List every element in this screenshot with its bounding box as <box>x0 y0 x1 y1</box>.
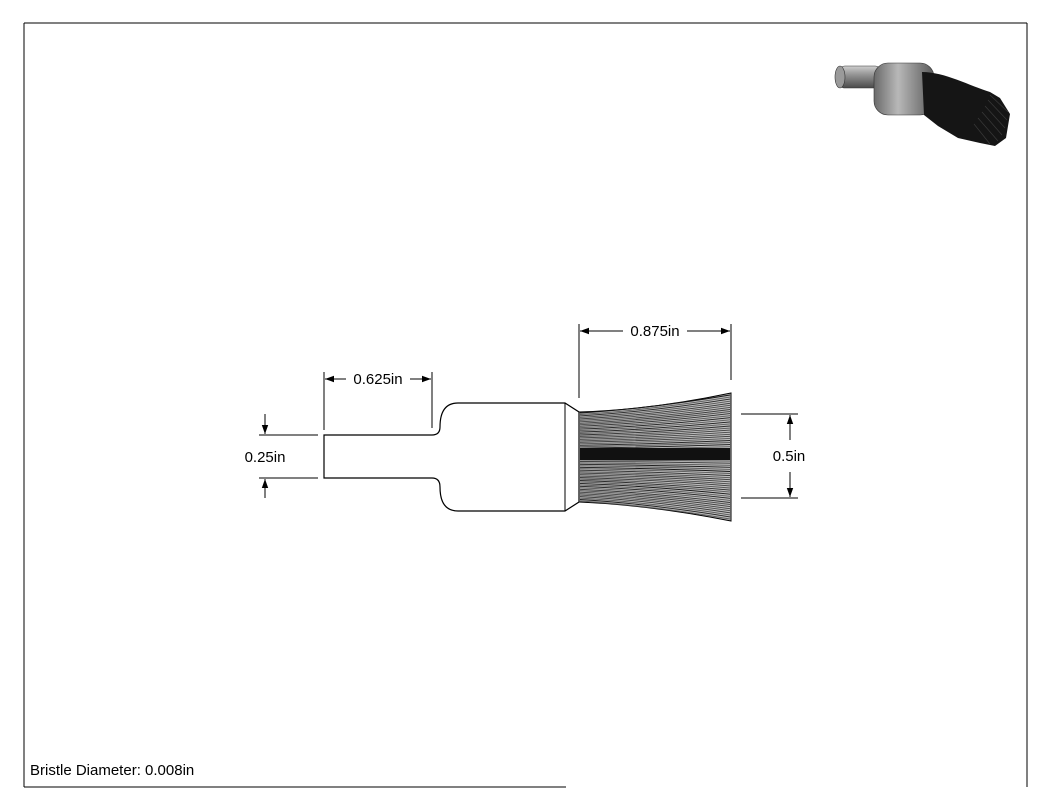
bristle-line <box>579 400 731 418</box>
bristle-line <box>579 433 731 442</box>
bristle-line <box>579 460 731 464</box>
bristle-line <box>579 499 731 518</box>
dimension-label-shank-length: 0.625in <box>353 371 402 388</box>
bristle-line <box>579 496 731 514</box>
bristle-line <box>579 466 731 472</box>
bristle-line <box>579 417 731 430</box>
bristle-line <box>579 429 731 439</box>
bristle-line <box>579 471 731 479</box>
bristle-line <box>579 402 731 420</box>
bristle-line <box>579 411 731 426</box>
bristle-line <box>579 406 731 423</box>
bristle-line <box>579 425 731 436</box>
bristle-line <box>579 404 731 421</box>
bristle-line <box>579 468 731 474</box>
bristle-line <box>579 437 731 445</box>
bristle-line <box>579 472 731 481</box>
bristle-core <box>580 448 730 460</box>
bristle-line <box>579 474 731 483</box>
bristle-line <box>579 462 731 466</box>
bristle-line <box>579 500 731 520</box>
bristle-line <box>579 415 731 429</box>
bristle-line <box>579 444 731 449</box>
brush-side-view <box>323 392 732 522</box>
bristle-line <box>579 480 731 491</box>
bristle-line <box>579 421 731 433</box>
bristle-line <box>579 409 731 424</box>
bristle-line <box>579 484 731 497</box>
bristle-line <box>579 413 731 427</box>
bristle-line <box>579 481 731 493</box>
bristle-line <box>579 435 731 443</box>
bristle-line <box>579 493 731 510</box>
shank-outline <box>323 402 580 512</box>
dimension-bristle-length <box>578 324 732 398</box>
bristle-line <box>579 487 731 501</box>
bristle-line <box>579 419 731 432</box>
bristle-line <box>579 490 731 505</box>
bristle-line <box>579 482 731 495</box>
bristle-line <box>579 442 731 448</box>
dimension-bristle-span <box>741 413 798 499</box>
bristle-line <box>579 465 731 470</box>
dimension-shank-diameter <box>259 414 318 498</box>
bristle-line <box>579 494 731 512</box>
dimension-label-bristle-length: 0.875in <box>630 323 679 340</box>
dimension-label-shank-diameter: 0.25in <box>245 449 286 466</box>
bristle-line <box>579 427 731 437</box>
bristle-line <box>579 396 731 415</box>
bristle-line <box>579 488 731 503</box>
bristle-line <box>579 497 731 516</box>
sheet-border <box>23 22 1028 788</box>
bristle-line <box>579 440 731 446</box>
bristle-line <box>579 478 731 489</box>
bristle-line <box>579 423 731 434</box>
bristle-line <box>579 394 731 414</box>
bristle-line <box>579 463 731 468</box>
bristle-line <box>579 431 731 440</box>
bristle-line <box>579 485 731 499</box>
dimension-label-bristle-span: 0.5in <box>773 448 806 465</box>
bristle-diameter-note: Bristle Diameter: 0.008in <box>30 762 195 779</box>
dimension-shank-length <box>323 372 433 430</box>
bristle-line <box>579 477 731 487</box>
bristle-line <box>579 398 731 417</box>
brush-3d-thumbnail <box>834 62 1010 146</box>
bristle-line <box>579 475 731 485</box>
bristle-line <box>579 491 731 508</box>
bristle-line <box>579 469 731 477</box>
